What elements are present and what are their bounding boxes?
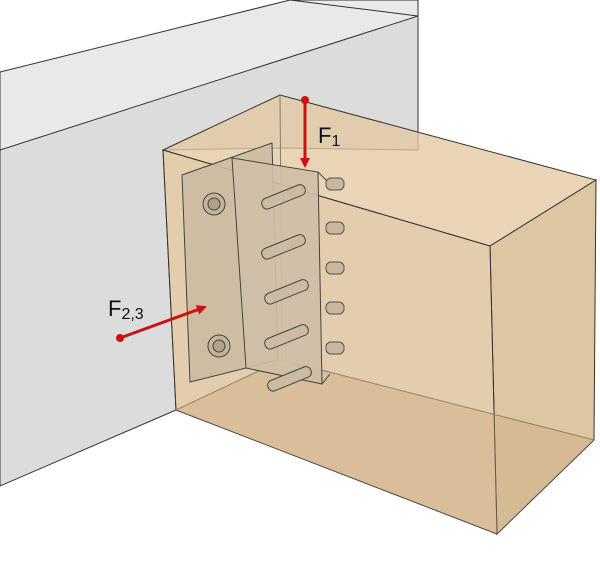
steel-connector [181, 142, 345, 392]
dowels-front [261, 184, 312, 392]
force-f23-label: F2,3 [108, 296, 144, 323]
force-f23-arrow [119, 305, 207, 340]
bolt-bottom [207, 334, 231, 358]
force-f23: F2,3 [108, 296, 207, 342]
dowels-back [325, 177, 345, 355]
force-f1-label: F1 [318, 123, 340, 150]
bolt-top [202, 192, 226, 216]
force-f1: F1 [300, 96, 340, 168]
knife-plate [231, 157, 323, 385]
